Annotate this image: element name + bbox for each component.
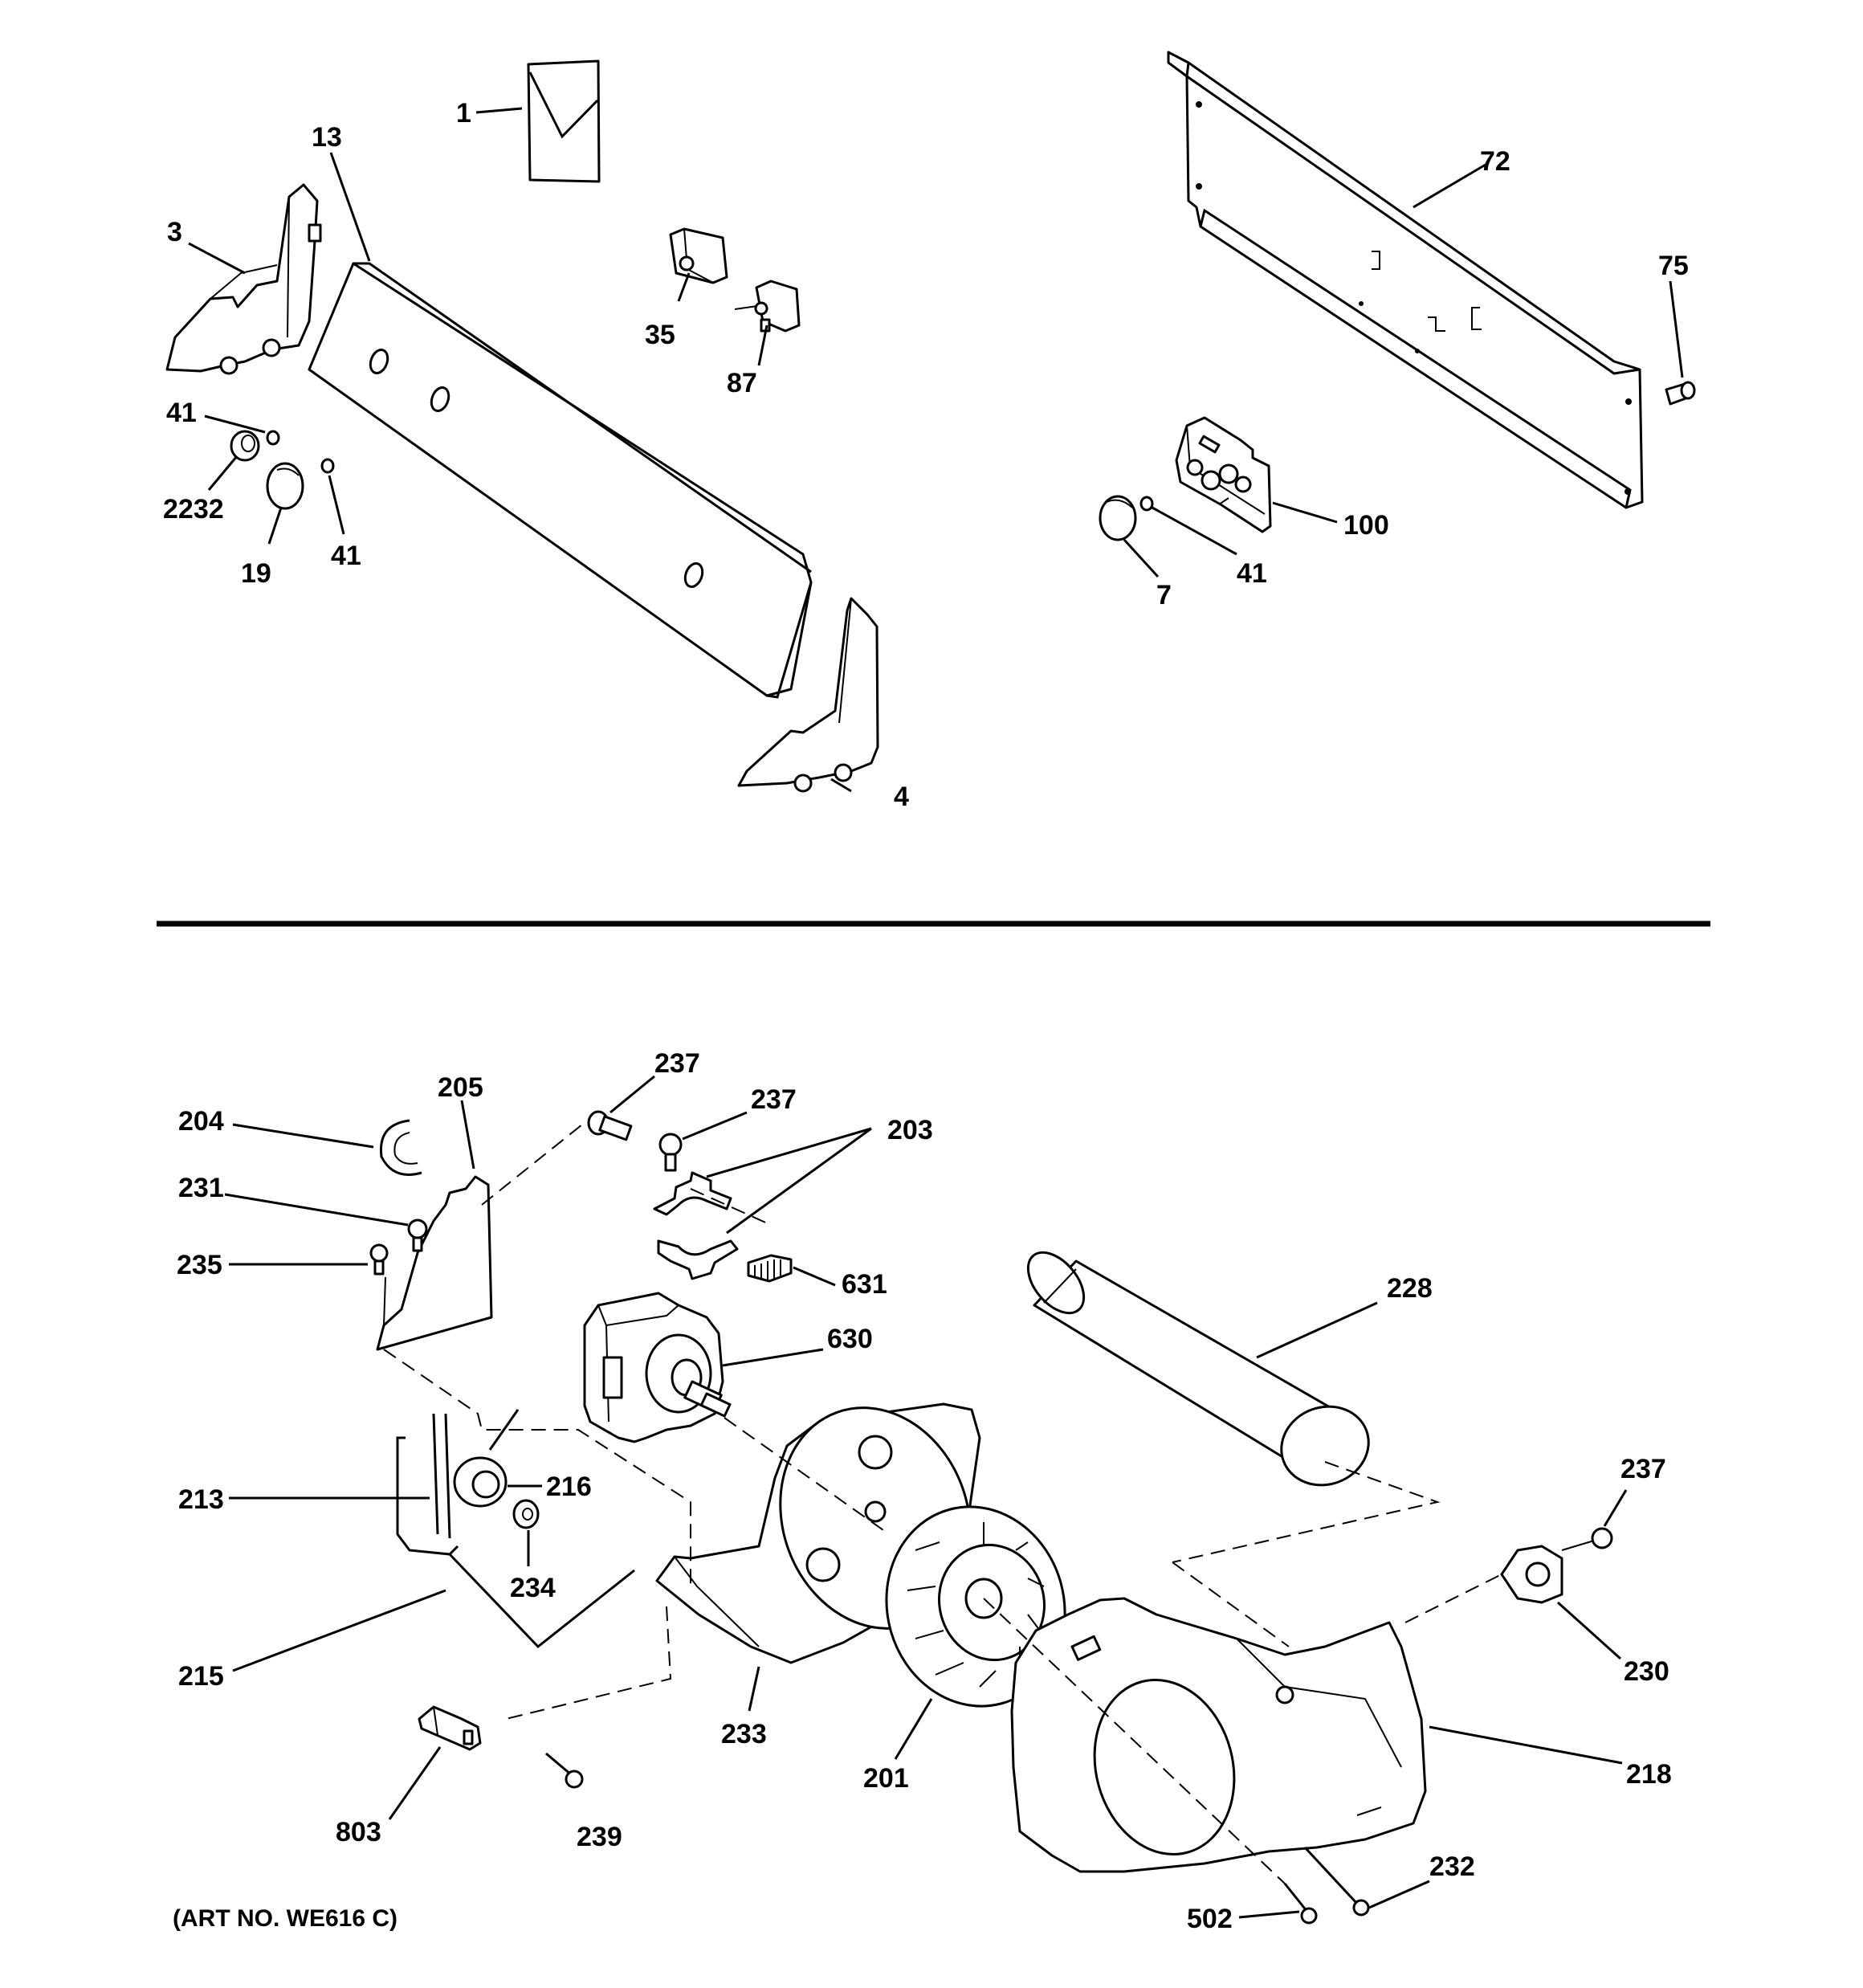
part-232-screw <box>1303 1846 1370 1917</box>
callout-41-left-lower: 41 <box>331 541 361 571</box>
callout-100: 100 <box>1343 510 1389 541</box>
callouts-bottom: 237 237 205 203 204 231 235 631 228 630 … <box>177 1048 1672 1934</box>
part-239-screw <box>545 1752 584 1789</box>
callout-201: 201 <box>863 1763 909 1794</box>
part-205-bracket <box>376 1175 493 1351</box>
callout-2232: 2232 <box>163 494 224 525</box>
part-4-right-endcap <box>737 597 879 793</box>
part-19-knob <box>266 462 304 510</box>
callout-87: 87 <box>727 368 757 398</box>
callout-237-top-b: 237 <box>751 1084 797 1115</box>
callout-72: 72 <box>1480 146 1510 177</box>
part-41-spring-c <box>1139 496 1154 512</box>
part-204-clip <box>379 1119 422 1176</box>
callout-237-right: 237 <box>1620 1454 1666 1484</box>
part-13-control-panel <box>308 262 813 699</box>
callout-7: 7 <box>1156 580 1172 610</box>
part-630-motor <box>583 1292 732 1443</box>
callout-231: 231 <box>178 1173 224 1203</box>
part-237-screw-c <box>1591 1527 1613 1549</box>
callout-237-top-a: 237 <box>654 1048 700 1079</box>
leader-lines-top <box>188 107 1684 793</box>
callout-204: 204 <box>178 1106 224 1137</box>
part-2232-knob <box>230 430 260 462</box>
callout-205: 205 <box>438 1072 483 1103</box>
callout-234: 234 <box>510 1573 556 1603</box>
callout-230: 230 <box>1624 1656 1669 1687</box>
callout-203: 203 <box>887 1115 933 1145</box>
part-72-back-panel <box>1167 51 1644 509</box>
callout-218: 218 <box>1626 1759 1672 1790</box>
callout-216: 216 <box>546 1472 592 1502</box>
part-1-envelope <box>527 59 601 183</box>
part-75-screw <box>1665 381 1696 406</box>
callout-3: 3 <box>167 217 182 247</box>
callout-502: 502 <box>1187 1904 1233 1934</box>
part-235-screw <box>369 1243 389 1276</box>
part-3-left-endcap <box>165 183 322 375</box>
part-35-switch <box>669 227 728 284</box>
part-234-bearing <box>512 1499 540 1529</box>
part-41-spring-a <box>266 430 280 446</box>
callout-75: 75 <box>1658 251 1689 281</box>
callout-13: 13 <box>312 122 342 153</box>
leader-lines-bottom <box>224 1075 1628 1919</box>
part-216-pulley <box>453 1409 520 1508</box>
callout-233: 233 <box>721 1719 767 1749</box>
assembly-dashed-lines <box>383 1124 1502 1884</box>
callout-232: 232 <box>1429 1851 1475 1882</box>
callout-630: 630 <box>827 1324 873 1354</box>
part-203-motor-mount <box>653 1171 739 1280</box>
callout-41-right: 41 <box>1237 558 1267 589</box>
callout-228: 228 <box>1387 1273 1433 1304</box>
callout-35: 35 <box>645 320 675 350</box>
callout-4: 4 <box>894 782 909 812</box>
part-803-switch <box>418 1705 482 1751</box>
callout-19: 19 <box>241 558 271 589</box>
part-230-thermostat <box>1500 1540 1595 1604</box>
part-228-exhaust-duct <box>1026 1251 1370 1487</box>
part-87-switch <box>734 280 801 333</box>
part-218-blower-housing <box>1010 1597 1427 1873</box>
part-215-spring <box>448 1553 635 1649</box>
callout-803: 803 <box>336 1817 381 1847</box>
part-237-screw-a <box>587 1110 633 1141</box>
callout-631: 631 <box>842 1269 887 1300</box>
part-100-timer-module <box>1175 416 1272 533</box>
callout-235: 235 <box>177 1250 222 1280</box>
part-631-connector <box>747 1254 793 1283</box>
callouts-top: 1 13 3 35 87 41 2232 19 41 4 72 75 100 4… <box>163 98 1689 812</box>
part-41-spring-b <box>320 458 335 474</box>
callout-239: 239 <box>577 1822 622 1852</box>
callout-1: 1 <box>456 98 471 129</box>
callout-213: 213 <box>178 1484 224 1515</box>
part-502-screw <box>1283 1883 1318 1925</box>
part-237-screw-b <box>658 1133 683 1172</box>
art-number: (ART NO. WE616 C) <box>173 1905 397 1932</box>
callout-215: 215 <box>178 1661 224 1692</box>
part-213-idler-arm <box>396 1413 459 1556</box>
callout-41-left-upper: 41 <box>166 398 197 428</box>
part-231-screw <box>407 1219 428 1252</box>
part-7-knob <box>1099 495 1137 541</box>
